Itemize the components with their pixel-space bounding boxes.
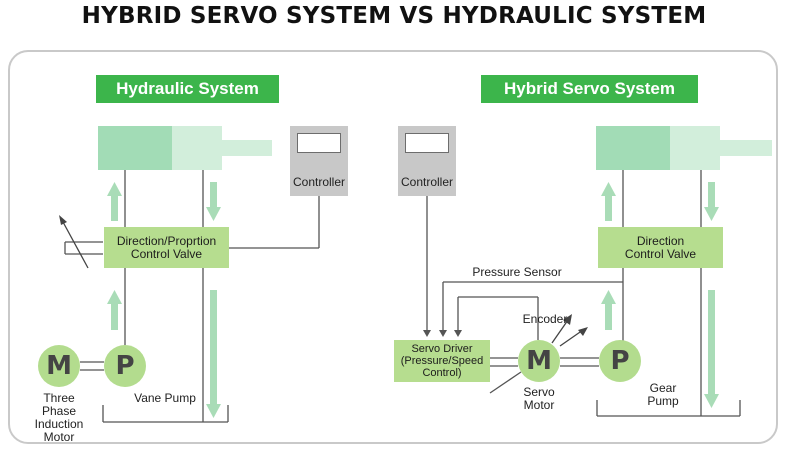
servo-motor-caption-line: Servo bbox=[523, 385, 555, 399]
left-control-valve: Direction/Proprtion Control Valve bbox=[104, 227, 229, 268]
right-controller: Controller bbox=[398, 126, 456, 196]
diagram-title: HYBRID SERVO SYSTEM VS HYDRAULIC SYSTEM bbox=[81, 3, 707, 29]
left-valve-line2: Control Valve bbox=[130, 246, 203, 261]
left-motor-caption-line: Induction bbox=[34, 417, 84, 431]
left-pump-caption: Vane Pump bbox=[134, 391, 196, 405]
right-controller-display bbox=[405, 133, 449, 153]
left-pump-symbol: P bbox=[104, 345, 146, 387]
left-motor-caption-line: Motor bbox=[43, 430, 75, 444]
pressure-sensor-label: Pressure Sensor bbox=[472, 265, 562, 279]
left-cylinder-piston bbox=[172, 126, 222, 170]
gear-pump-caption: Gear Pump bbox=[638, 382, 688, 408]
right-cylinder-piston bbox=[670, 126, 720, 170]
left-controller-display bbox=[297, 133, 341, 153]
servo-driver-line: Control) bbox=[422, 367, 462, 379]
encoder-label: Encoder bbox=[522, 312, 568, 326]
right-valve-line2: Control Valve bbox=[624, 246, 697, 261]
servo-driver-line: (Pressure/Speed bbox=[400, 355, 484, 367]
left-motor-symbol: M bbox=[38, 345, 80, 387]
right-cylinder-rod bbox=[720, 140, 772, 156]
left-controller: Controller bbox=[290, 126, 348, 196]
left-controller-label: Controller bbox=[292, 175, 346, 189]
servo-driver-line: Servo Driver bbox=[411, 343, 473, 355]
left-motor-caption-line: Phase bbox=[41, 404, 77, 418]
right-valve-line1: Direction bbox=[636, 233, 685, 248]
diagram-frame bbox=[8, 50, 778, 444]
gear-pump-symbol: P bbox=[599, 340, 641, 382]
left-motor-caption: Three Phase Induction Motor bbox=[24, 392, 94, 444]
hybrid-servo-system-label: Hybrid Servo System bbox=[481, 75, 698, 103]
hydraulic-system-label: Hydraulic System bbox=[96, 75, 279, 103]
right-control-valve: Direction Control Valve bbox=[598, 227, 723, 268]
right-controller-label: Controller bbox=[400, 175, 454, 189]
servo-motor-caption-line: Motor bbox=[523, 398, 555, 412]
left-valve-line1: Direction/Proprtion bbox=[116, 233, 217, 248]
left-motor-caption-line: Three bbox=[43, 391, 75, 405]
servo-motor-caption: Servo Motor bbox=[514, 386, 564, 412]
servo-motor-symbol: M bbox=[518, 340, 560, 382]
left-cylinder-rod bbox=[222, 140, 272, 156]
gear-pump-caption-line: Pump bbox=[647, 394, 679, 408]
servo-driver: Servo Driver (Pressure/Speed Control) bbox=[394, 340, 490, 382]
gear-pump-caption-line: Gear bbox=[649, 381, 677, 395]
